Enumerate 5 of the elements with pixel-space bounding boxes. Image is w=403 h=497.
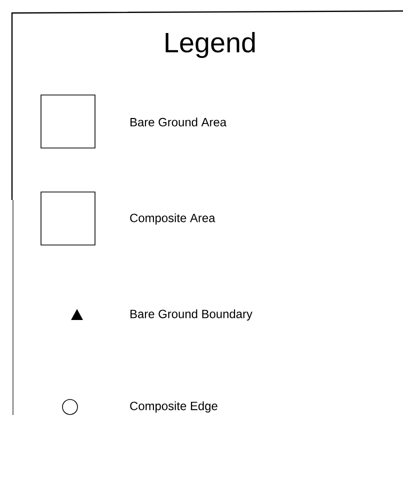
legend-label: Bare Ground Area (130, 118, 227, 126)
legend-label: Bare Ground Boundary (130, 309, 252, 321)
legend-title: Legend (166, 32, 255, 58)
legend-label: Composite Area (130, 213, 216, 225)
legend-label: Composite Edge (130, 401, 218, 413)
